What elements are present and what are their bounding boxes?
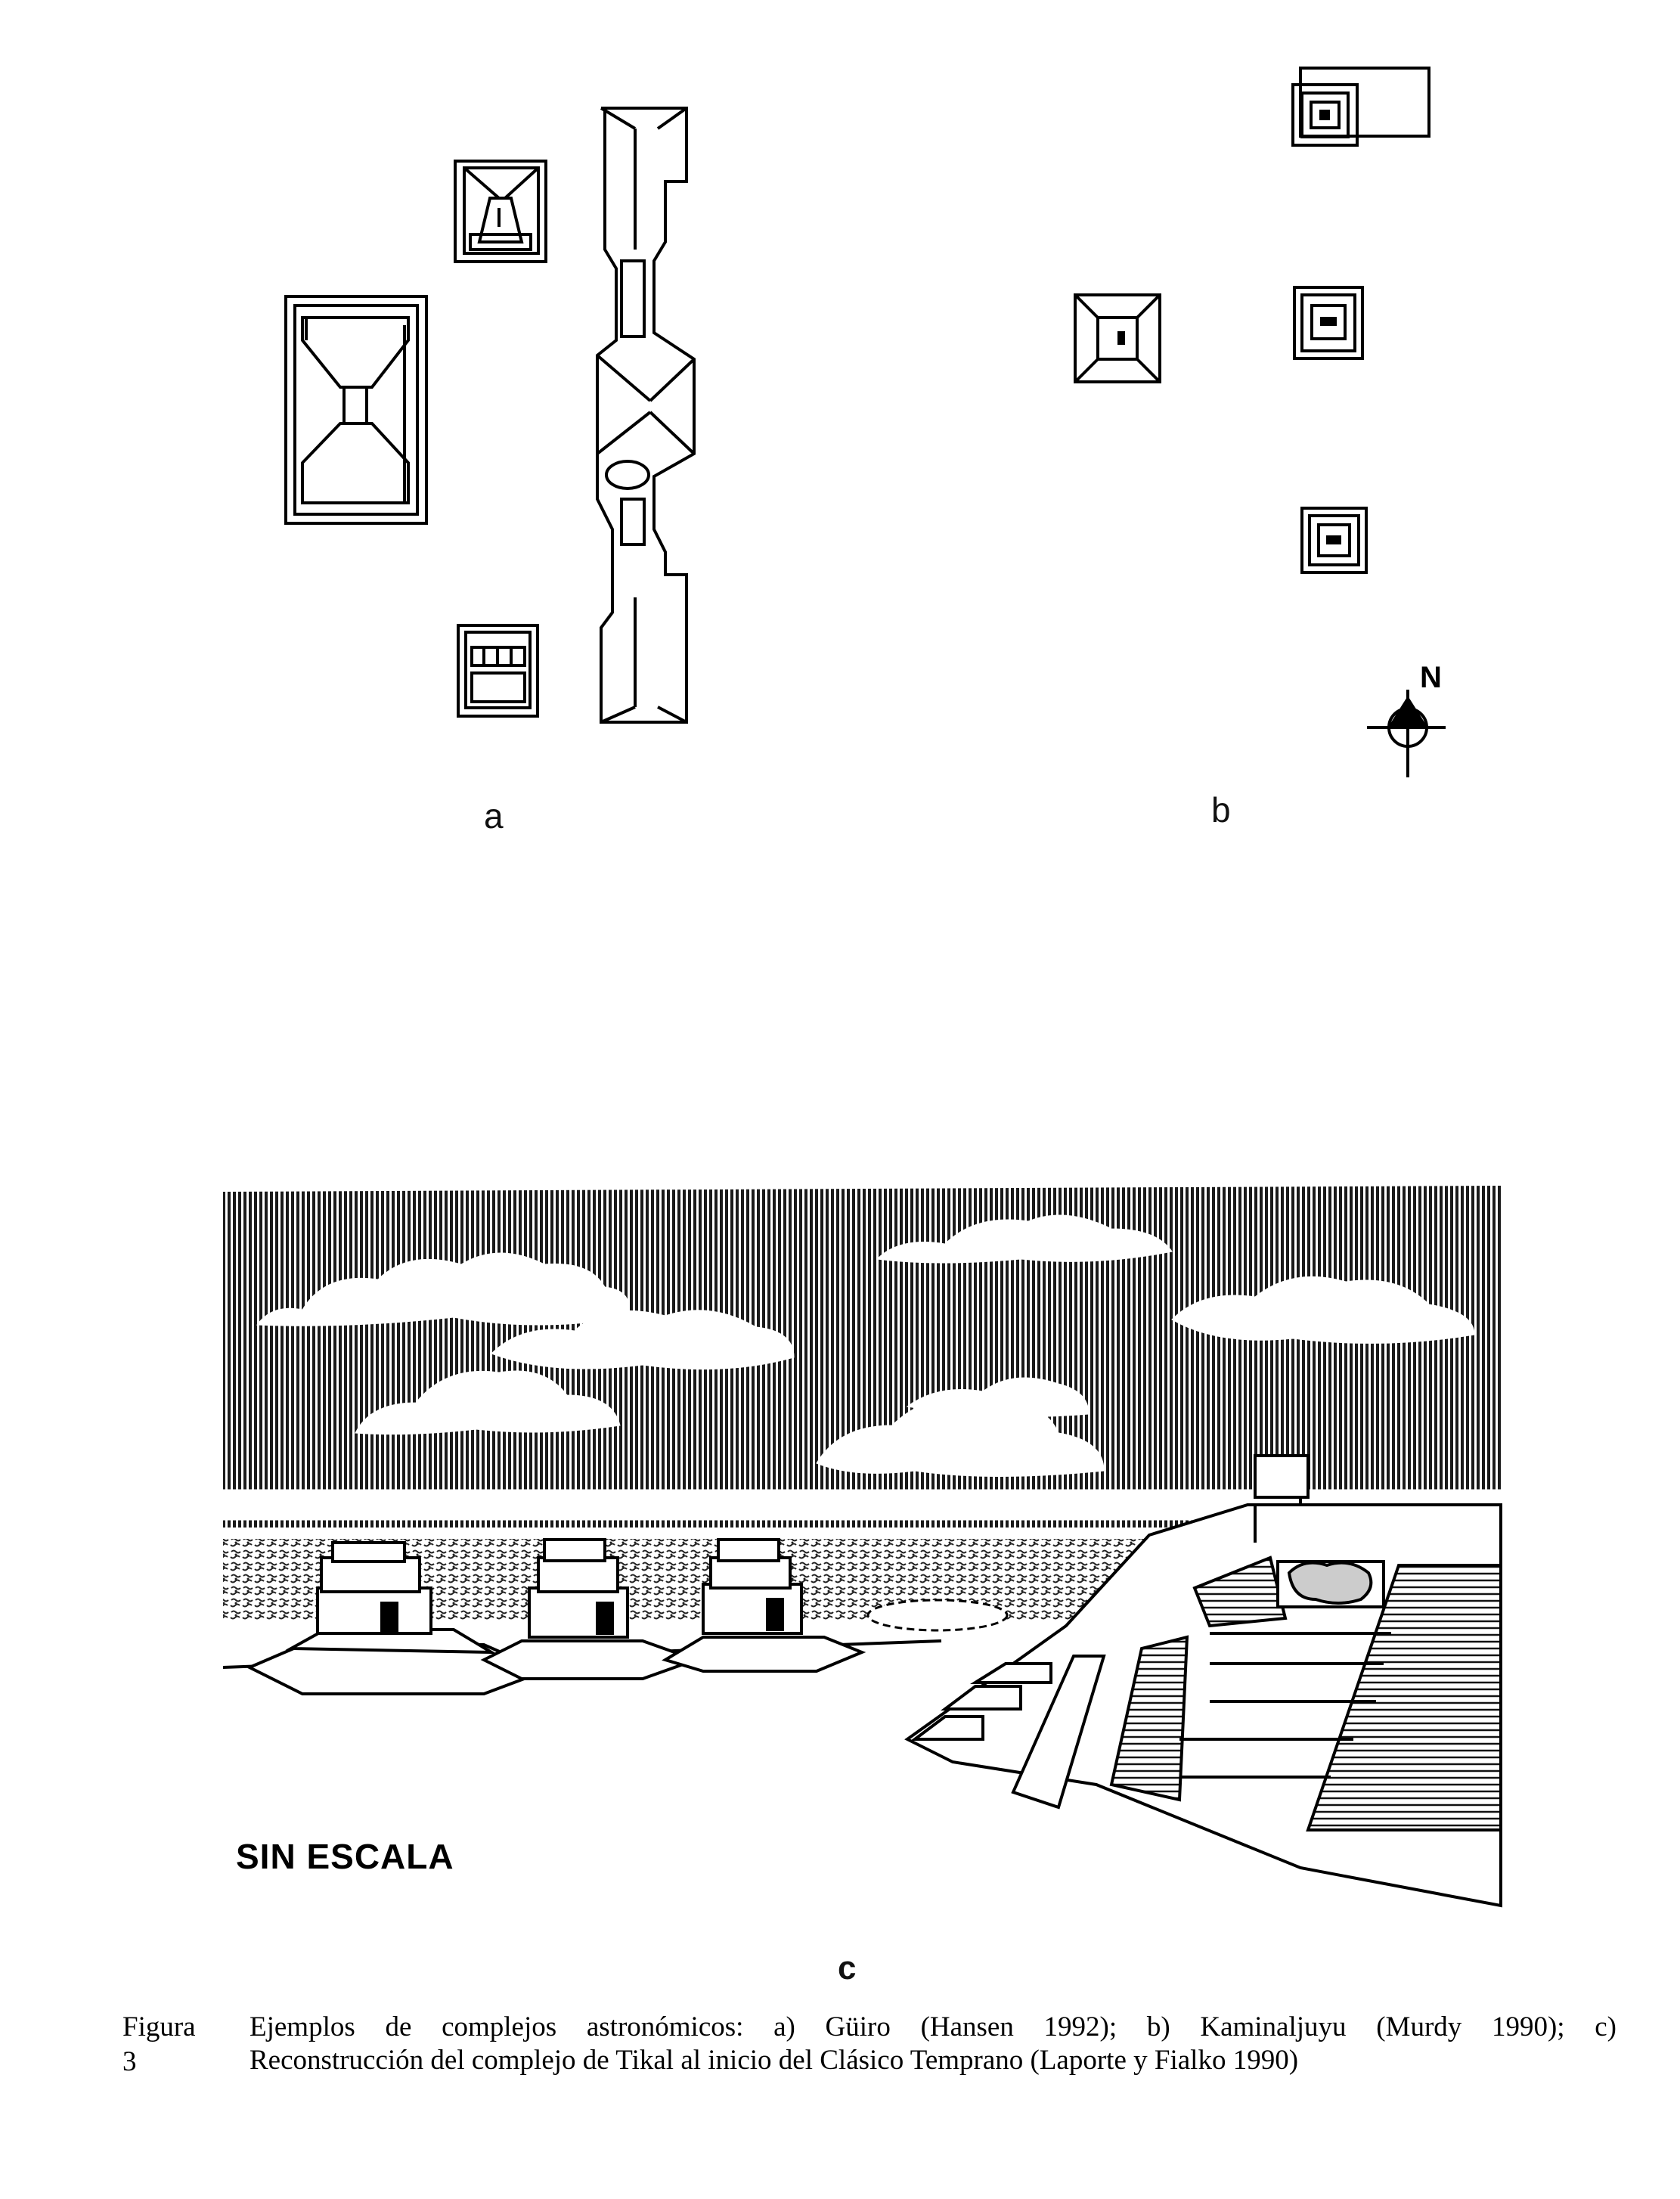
north-label: N — [1420, 661, 1442, 694]
pyramid-right — [904, 1454, 1502, 1908]
mound-center — [1293, 286, 1364, 360]
panel-b-label: b — [1211, 790, 1231, 830]
cloud — [491, 1310, 795, 1370]
panel-c-label: c — [838, 1949, 857, 1987]
cloud — [816, 1397, 1105, 1477]
temple-left-1 — [246, 1541, 549, 1695]
cloud — [355, 1370, 621, 1435]
cloud — [876, 1214, 1173, 1264]
cloud — [256, 1252, 630, 1326]
no-scale-note: SIN ESCALA — [236, 1837, 454, 1876]
caption-line-2: Reconstrucción del complejo de Tikal al … — [250, 2045, 1299, 2076]
structure-west — [284, 295, 428, 525]
mound-west — [1074, 293, 1161, 383]
cloud — [1171, 1276, 1475, 1344]
structure-south — [457, 624, 539, 718]
mound-northeast — [1291, 67, 1430, 147]
structure-north — [454, 160, 547, 263]
caption-prefix: Figura 3 — [122, 2011, 196, 2077]
caption-line-1: Ejemplos de complejos astronómicos: a) G… — [250, 2011, 1616, 2042]
central-altar — [866, 1599, 1009, 1632]
temple-left-3 — [662, 1538, 866, 1673]
structure-east-long — [596, 107, 696, 724]
north-arrow-icon — [1367, 690, 1446, 777]
panel-a-label: a — [484, 796, 504, 836]
cloud — [906, 1377, 1090, 1417]
mound-south — [1300, 507, 1368, 574]
sky — [222, 1186, 1509, 1528]
temple-left-2 — [480, 1538, 700, 1680]
